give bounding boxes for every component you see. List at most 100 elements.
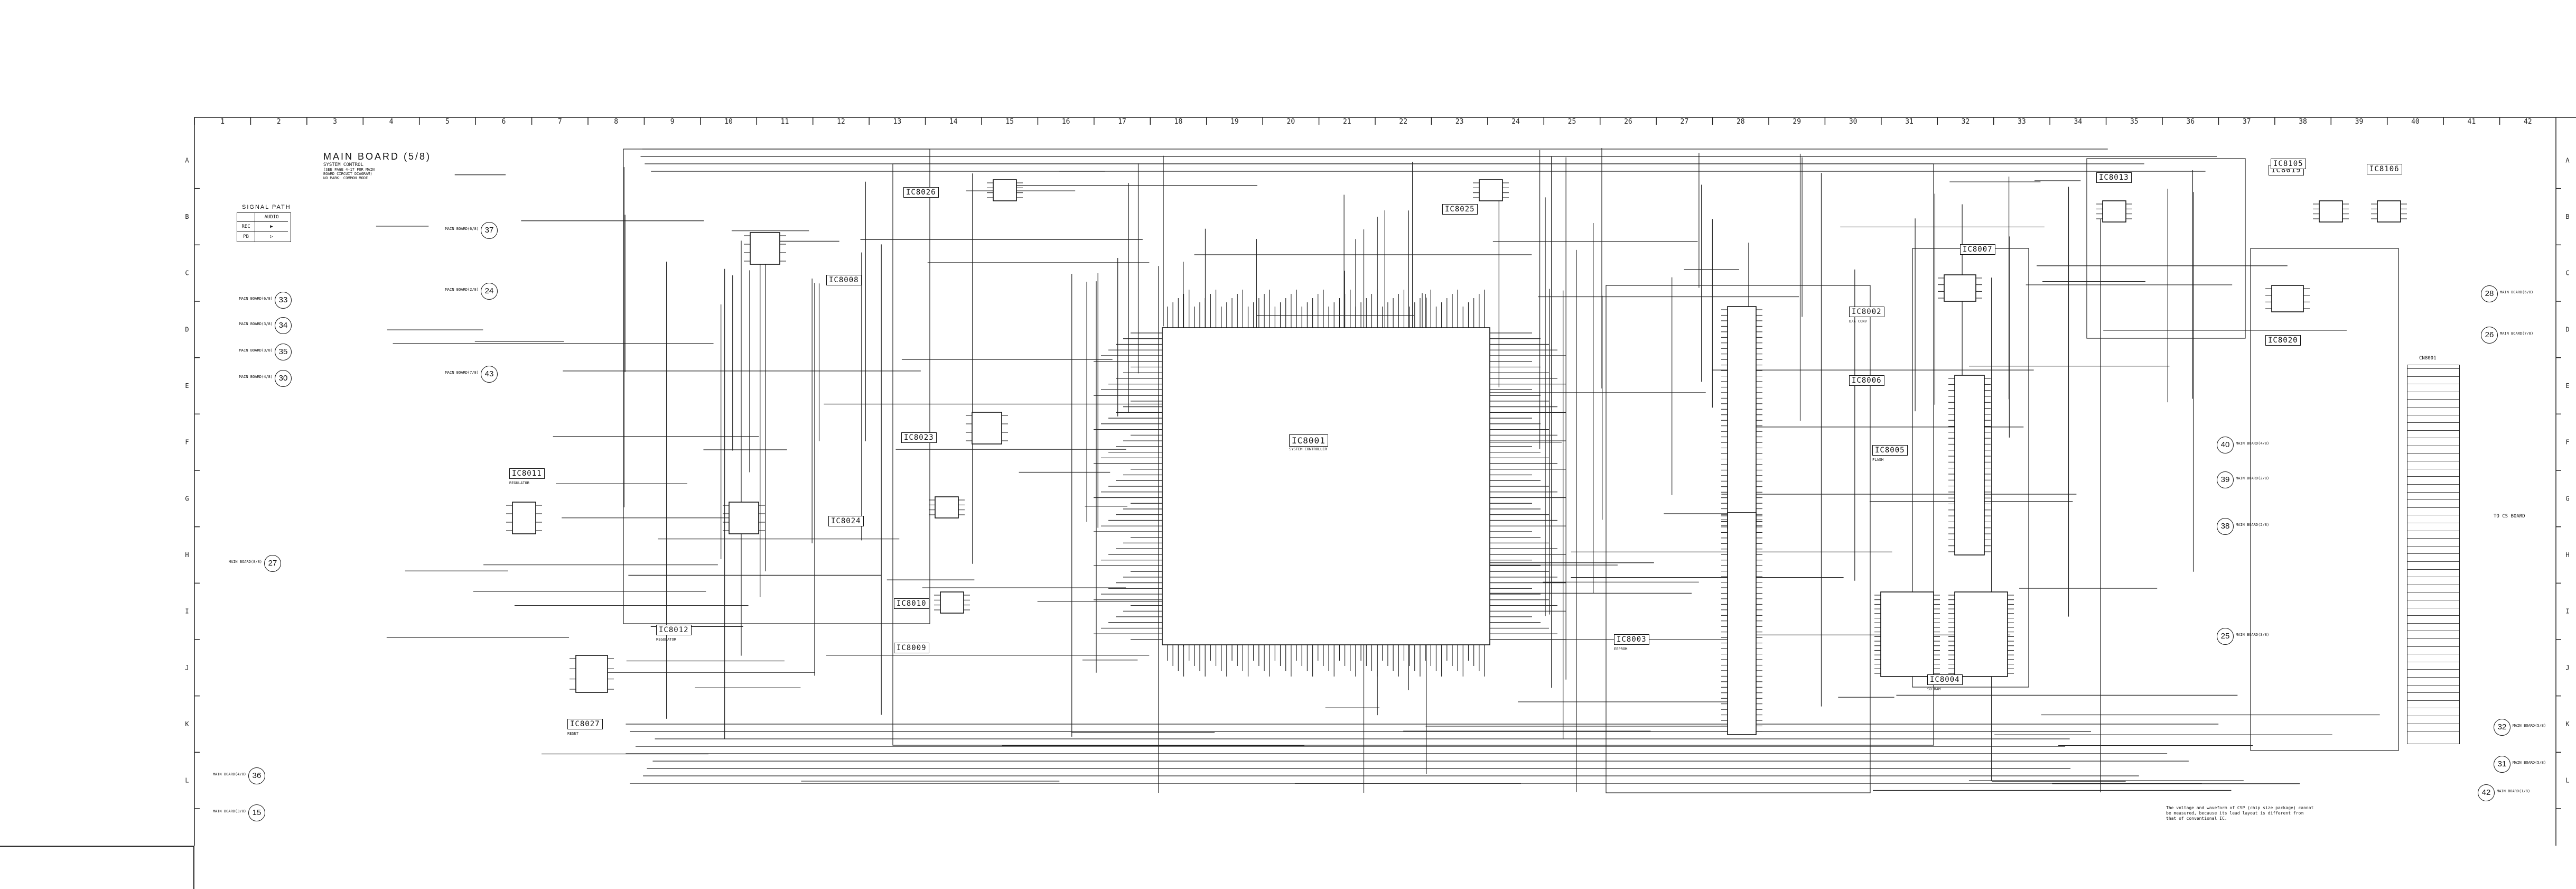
ic8008-body xyxy=(750,232,780,265)
ic-sub-ic8002: D/A CONV xyxy=(1849,319,1867,323)
ref-text: MAIN BOARD(3/8) xyxy=(2236,633,2270,637)
cn8001-pin xyxy=(2407,476,2459,477)
col-label: 15 xyxy=(1005,118,1014,126)
wire-frame xyxy=(623,149,930,624)
row-label: I xyxy=(2565,608,2569,615)
wire-frame xyxy=(2086,158,2246,339)
ref-number: 36 xyxy=(248,767,265,784)
ref-text: MAIN BOARD(6/8) xyxy=(445,227,479,231)
ic8004b-body xyxy=(1954,591,2008,677)
footnote-line-0: The voltage and waveform of CSP (chip si… xyxy=(2166,805,2314,810)
row-label: H xyxy=(185,551,189,559)
footnote-line-1: be measured, because its lead layout is … xyxy=(2166,811,2304,816)
ref-text: MAIN BOARD(4/8) xyxy=(2236,441,2270,446)
ic-name: IC8002 xyxy=(1852,308,1882,316)
col-label: 16 xyxy=(1062,118,1070,126)
row-label: B xyxy=(185,213,189,220)
cn8001-pin xyxy=(2407,499,2459,501)
col-label: 24 xyxy=(1511,118,1520,126)
signal-path-title: SIGNAL PATH xyxy=(242,204,291,210)
ic8025-body xyxy=(1479,179,1503,201)
cn8001-pin xyxy=(2407,684,2459,686)
ref-number: 26 xyxy=(2481,327,2498,344)
ic-name: IC8013 xyxy=(2099,173,2129,182)
col-label: 37 xyxy=(2243,118,2251,126)
ic8020-body xyxy=(2271,285,2304,312)
ref-text: MAIN BOARD(5/8) xyxy=(2513,761,2546,765)
col-label: 6 xyxy=(501,118,506,126)
ic8003-body xyxy=(1727,512,1757,735)
col-label: 9 xyxy=(670,118,675,126)
ic-label-ic8023: IC8023 xyxy=(901,432,937,443)
cn8001-pin xyxy=(2407,430,2459,431)
ref-text: MAIN BOARD(3/8) xyxy=(239,322,273,326)
ic8007-body xyxy=(1944,274,1976,302)
col-label: 41 xyxy=(2468,118,2476,126)
ic8010-body xyxy=(940,591,964,614)
title-sub-0: SYSTEM CONTROL xyxy=(323,162,363,168)
col-label: 33 xyxy=(2018,118,2026,126)
col-label: 11 xyxy=(781,118,789,126)
ic-bodies xyxy=(506,179,2407,735)
row-label: K xyxy=(2565,720,2570,728)
ic-name: IC8024 xyxy=(831,517,861,525)
wire-frame xyxy=(1606,285,1871,793)
cn8001-pin xyxy=(2407,553,2459,554)
ref-number: 43 xyxy=(481,366,498,383)
ref-text: MAIN BOARD(8/8) xyxy=(228,560,262,564)
ic-sub-ic8001: SYSTEM CONTROLLER xyxy=(1289,447,1327,451)
col-label: 40 xyxy=(2411,118,2420,126)
cn8001-pin xyxy=(2407,453,2459,454)
ic-name: IC8023 xyxy=(904,433,934,442)
col-label: 12 xyxy=(837,118,845,126)
row-label: E xyxy=(2565,382,2569,390)
col-label: 36 xyxy=(2186,118,2195,126)
ref-number: 39 xyxy=(2217,471,2234,488)
ref-text: MAIN BOARD(6/8) xyxy=(239,297,273,301)
ref-text: MAIN BOARD(4/8) xyxy=(239,375,273,379)
pb-arrow-icon: ▷ xyxy=(270,234,273,239)
row-label: H xyxy=(2565,551,2569,559)
ic-name: IC8020 xyxy=(2268,336,2298,345)
ref-text: MAIN BOARD(4/8) xyxy=(212,772,246,776)
ref-number: 30 xyxy=(275,370,292,387)
ic-label-ic8027: IC8027 xyxy=(567,719,603,729)
signal-path-pb: PB xyxy=(237,232,255,242)
cn8001-pin xyxy=(2407,615,2459,616)
col-label: 23 xyxy=(1455,118,1464,126)
to-cs-board-label: TO CS BOARD xyxy=(2494,514,2525,519)
col-label: 27 xyxy=(1681,118,1689,126)
ref-number: 25 xyxy=(2217,628,2234,645)
col-label: 34 xyxy=(2074,118,2083,126)
signal-path-rec: REC xyxy=(237,222,255,232)
ic-label-ic8002: IC8002 xyxy=(1849,307,1884,317)
ic-label-ic8006: IC8006 xyxy=(1849,375,1884,386)
title-block: MAIN BOARD (5/8) SYSTEM CONTROL (SEE PAG… xyxy=(323,151,431,180)
footnote: The voltage and waveform of CSP (chip si… xyxy=(2166,805,2313,821)
ic-label-ic8020: IC8020 xyxy=(2265,335,2301,346)
ic-label-ic8105: IC8105 xyxy=(2271,159,2306,169)
cn8001-pin xyxy=(2407,422,2459,423)
ref-text: MAIN BOARD(3/8) xyxy=(212,809,246,813)
row-label: I xyxy=(185,608,189,615)
col-label: 35 xyxy=(2130,118,2139,126)
ic-name: IC8004 xyxy=(1930,675,1960,684)
ic-label-ic8008: IC8008 xyxy=(826,275,862,285)
ic-name: IC8105 xyxy=(2273,160,2303,168)
ic8024-body xyxy=(935,496,959,518)
ic8011-body xyxy=(512,502,536,534)
